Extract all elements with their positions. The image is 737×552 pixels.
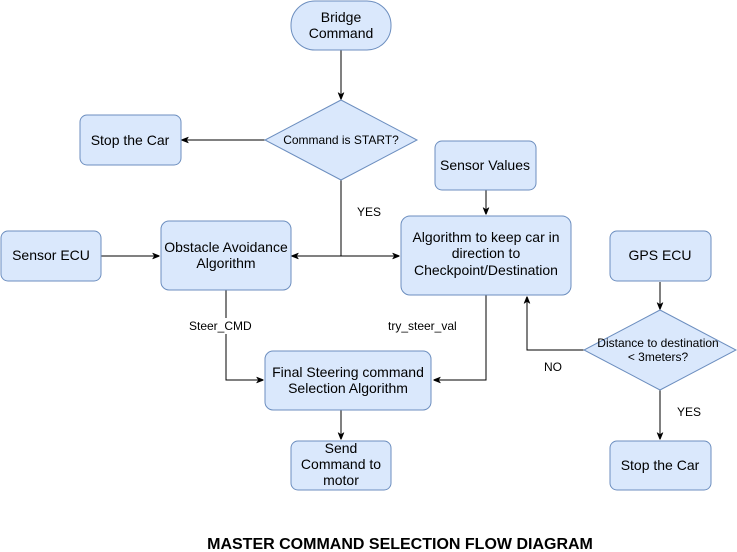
diagram-title: MASTER COMMAND SELECTION FLOW DIAGRAM	[207, 536, 593, 552]
edge-label-yes-start: YES	[357, 205, 381, 219]
stop-car-bottom-label: Stop the Car	[621, 457, 700, 473]
node-sensor-values: Sensor Values	[434, 140, 537, 191]
obstacle-avoidance-line1: Obstacle Avoidance	[164, 239, 288, 255]
distance-check-line2: < 3meters?	[628, 350, 689, 364]
edge-labels: YES Steer_CMD try_steer_val NO YES	[188, 203, 704, 419]
node-final-steering: Final Steering command Selection Algorit…	[264, 350, 432, 411]
edge-label-yes-distance: YES	[677, 405, 701, 419]
send-command-line3: motor	[323, 472, 359, 488]
bridge-command-line2: Command	[309, 25, 374, 41]
node-sensor-ecu: Sensor ECU	[0, 230, 102, 282]
gps-ecu-label: GPS ECU	[628, 247, 691, 263]
final-steering-line2: Selection Algorithm	[288, 380, 408, 396]
obstacle-avoidance-line2: Algorithm	[196, 255, 255, 271]
edges	[101, 50, 660, 439]
command-start-label: Command is START?	[283, 133, 399, 147]
keep-direction-line2: direction to	[452, 245, 521, 261]
distance-check-line1: Distance to destination	[597, 336, 718, 350]
node-stop-car-bottom: Stop the Car	[609, 440, 712, 491]
keep-direction-line1: Algorithm to keep car in	[412, 229, 559, 245]
node-gps-ecu: GPS ECU	[609, 230, 712, 282]
sensor-ecu-label: Sensor ECU	[12, 247, 90, 263]
keep-direction-line3: Checkpoint/Destination	[414, 262, 558, 278]
node-keep-direction: Algorithm to keep car in direction to Ch…	[400, 215, 572, 296]
node-obstacle-avoidance: Obstacle Avoidance Algorithm	[160, 220, 292, 291]
edge-distance-no-to-keep-direction	[527, 297, 584, 351]
bridge-command-line1: Bridge	[321, 9, 362, 25]
node-command-start-decision: Command is START?	[263, 99, 419, 181]
edge-keep-direction-to-final	[434, 295, 487, 380]
node-bridge-command: Bridge Command	[290, 0, 392, 51]
send-command-line1: Send	[325, 440, 358, 456]
edge-label-steer-cmd: Steer_CMD	[189, 319, 252, 333]
edge-label-no-distance: NO	[544, 360, 562, 374]
node-send-command: Send Command to motor	[290, 440, 392, 491]
edge-obstacle-to-final	[225, 290, 263, 380]
stop-car-top-label: Stop the Car	[91, 132, 170, 148]
send-command-line2: Command to	[301, 456, 381, 472]
node-stop-car-top: Stop the Car	[79, 114, 182, 166]
node-distance-decision: Distance to destination < 3meters?	[582, 309, 737, 391]
final-steering-line1: Final Steering command	[272, 364, 424, 380]
edge-label-try-steer-val: try_steer_val	[388, 319, 457, 333]
sensor-values-label: Sensor Values	[440, 157, 530, 173]
